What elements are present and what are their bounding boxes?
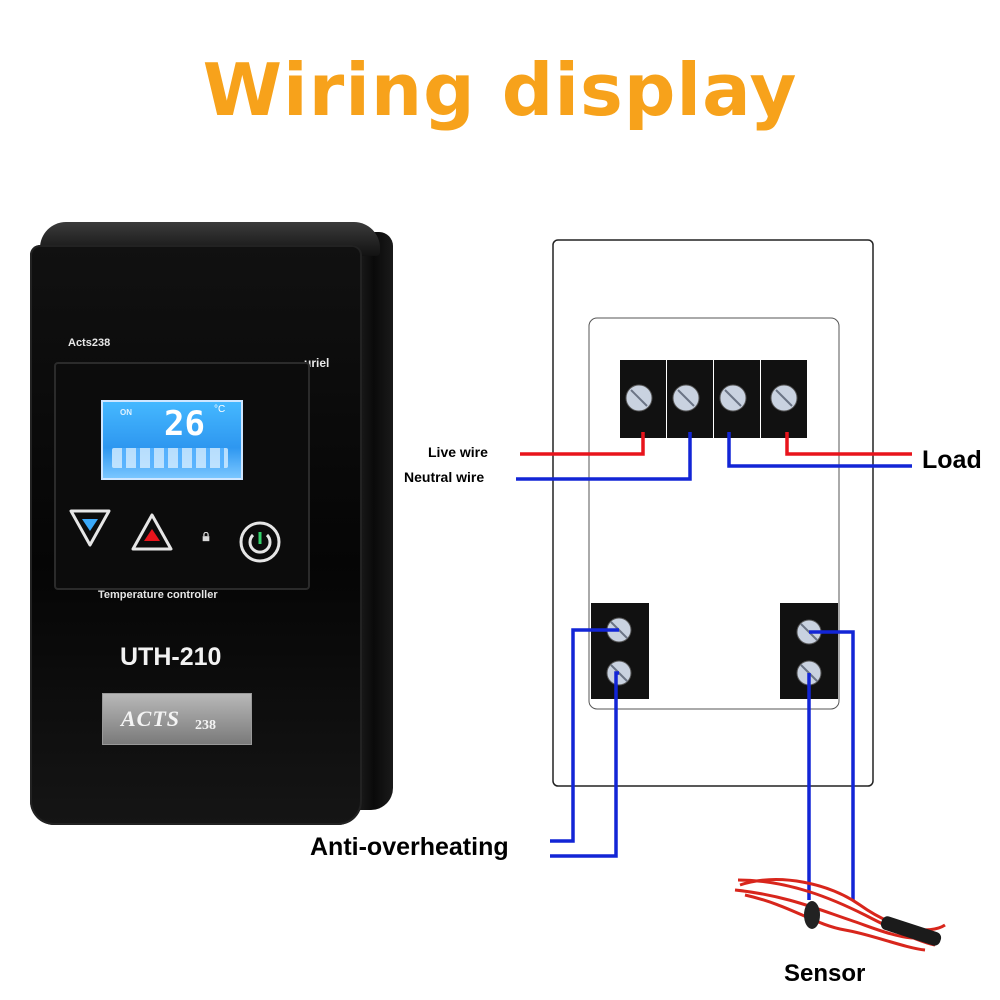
main-terminal-block [620,360,807,438]
lock-icon [202,532,210,542]
brand-left: Acts238 [68,337,111,349]
power-button[interactable] [238,520,282,564]
anti-overheating-wire-1 [550,628,619,843]
power-icon [248,533,272,554]
page-title: Wiring display [202,48,798,132]
lcd-on-indicator: ON [120,408,132,417]
anti-overheating-wire-2 [550,671,619,858]
load-wire-red [785,432,912,456]
brand-right: uriel [304,356,330,370]
sensor-label: Sensor [784,960,866,987]
live-wire [520,432,645,456]
lcd-bars [112,448,228,468]
logo-text: ACTS [121,706,181,731]
logo-number: 238 [195,718,216,733]
sensor-probe [804,901,942,946]
lcd-unit: °C [214,404,226,415]
sensor-wire-1 [809,630,855,900]
live-wire-label: Live wire [428,444,488,460]
logo-plate [102,693,252,745]
anti-overheating-label: Anti-overheating [310,833,509,861]
neutral-wire [516,432,692,481]
load-wire-blue [727,432,912,468]
lcd-temperature: 26 [164,404,205,444]
load-label: Load [922,446,982,474]
neutral-wire-label: Neutral wire [404,469,485,485]
anti-overheating-terminal [591,603,649,699]
down-button[interactable] [68,508,112,548]
sensor-cable [734,878,946,952]
down-arrow-icon [82,519,98,531]
panel-label: Temperature controller [98,589,218,601]
up-button[interactable] [130,512,174,552]
up-arrow-icon [144,529,160,541]
model-label: UTH-210 [120,643,222,671]
